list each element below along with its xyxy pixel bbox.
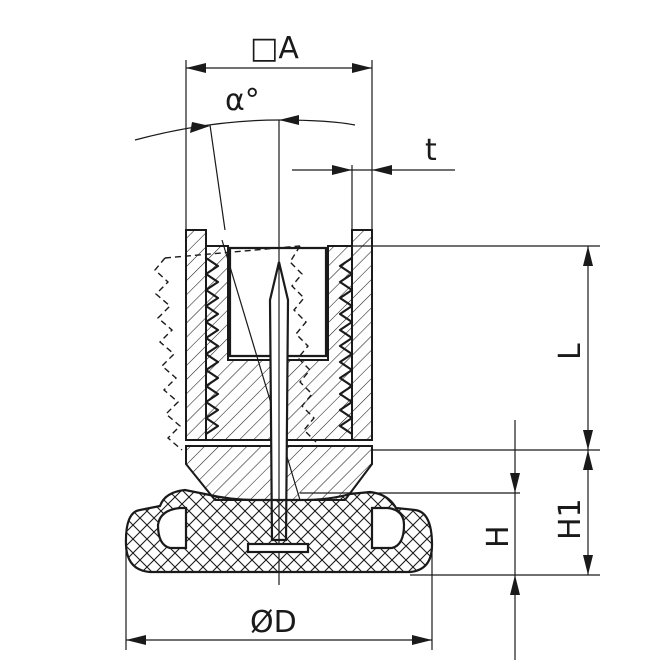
dim-h1: H1 xyxy=(553,450,593,575)
foot-pad xyxy=(124,488,434,574)
dim-label-alpha: α° xyxy=(225,83,260,118)
dim-label-diameter-d: ØD xyxy=(250,605,297,640)
extension-lines xyxy=(125,60,600,660)
thread-inner-right xyxy=(338,256,354,436)
dim-t: t xyxy=(292,133,455,175)
dim-label-h: H xyxy=(481,525,516,548)
dim-l: L xyxy=(553,246,593,450)
thread-inner-left xyxy=(204,256,220,436)
dim-h: H xyxy=(481,450,520,595)
dim-label-h1: H1 xyxy=(553,498,588,540)
dim-diameter-d: ØD xyxy=(126,605,432,645)
dim-label-l: L xyxy=(553,343,588,360)
dim-alpha: α° xyxy=(134,83,356,141)
dim-label-square-a: □A xyxy=(250,31,299,66)
dim-square-a: □A xyxy=(186,31,372,73)
dim-label-t: t xyxy=(425,133,437,168)
